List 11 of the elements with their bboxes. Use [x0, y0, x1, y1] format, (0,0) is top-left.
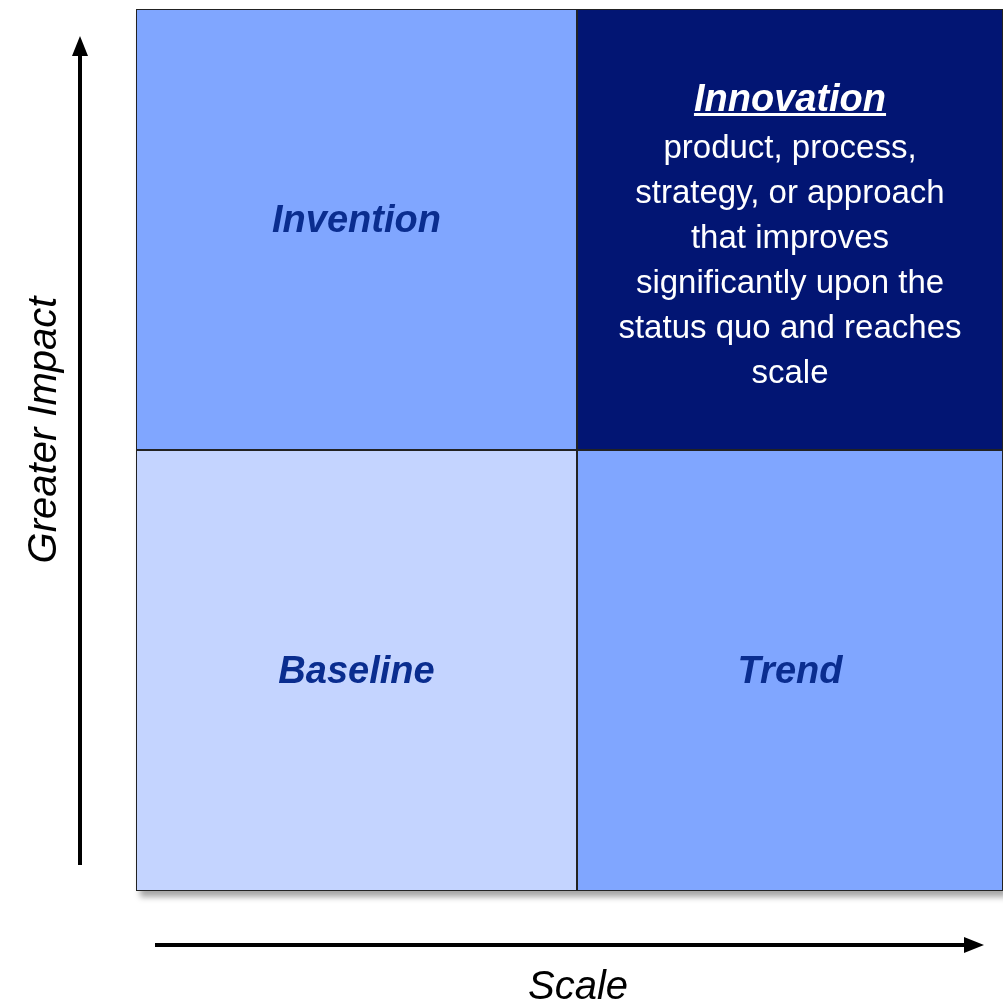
quadrant-title: Baseline: [278, 647, 435, 693]
axis-label: Greater Impact: [19, 296, 65, 564]
quadrant-box: [577, 450, 1003, 891]
quadrant-title: Invention: [272, 196, 441, 242]
quadrant-description: product, process, strategy, or approach that improves significantly upon the status quo and reaches scale: [617, 126, 963, 392]
axis-label: Scale: [527, 962, 629, 1008]
quadrant-title: Innovation: [693, 76, 887, 121]
quadrant-title: Trend: [737, 647, 843, 693]
quadrant-box: [577, 9, 1003, 450]
quadrant-box: [136, 9, 577, 450]
quadrant-box: [136, 450, 577, 891]
